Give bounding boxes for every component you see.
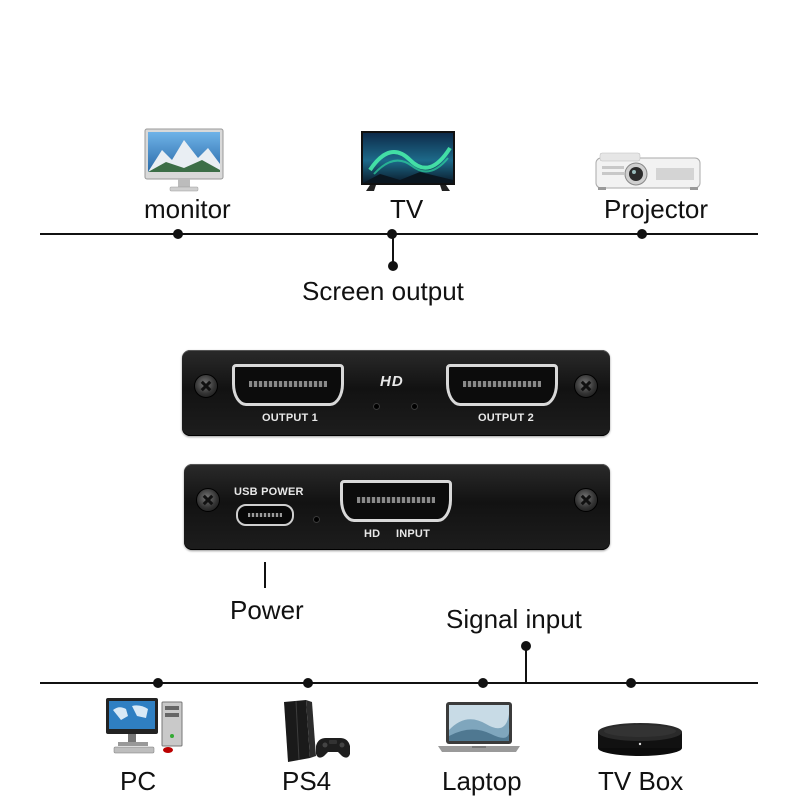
projector-icon (595, 152, 701, 190)
usb-power-port (236, 504, 294, 526)
laptop-icon (438, 702, 520, 752)
screw-icon (574, 488, 598, 512)
laptop-label: Laptop (442, 766, 522, 796)
tv-icon (361, 131, 455, 191)
tv-label: TV (390, 194, 424, 224)
splitter-output-panel: OUTPUT 1 HD OUTPUT 2 (182, 350, 610, 436)
monitor-label: monitor (144, 194, 231, 224)
pc-node (153, 678, 163, 688)
screw-icon (196, 488, 220, 512)
monitor-icon (144, 128, 224, 192)
tv-box-label: TV Box (598, 766, 684, 796)
power-caption: Power (230, 595, 304, 625)
projector-label: Projector (604, 194, 709, 224)
led-indicator (314, 517, 319, 522)
input-label: INPUT (396, 528, 430, 540)
output-1-label: OUTPUT 1 (262, 412, 318, 424)
hdmi-output-1-port (232, 364, 344, 406)
laptop-node (478, 678, 488, 688)
hd-label: HD (364, 528, 381, 540)
monitor-node (173, 229, 183, 239)
ps4-icon (284, 700, 350, 762)
hdmi-output-2-port (446, 364, 558, 406)
output-bus-line (40, 233, 758, 235)
hdmi-input-port (340, 480, 452, 522)
output-connector-line (392, 234, 394, 264)
input-bus-line (40, 682, 758, 684)
splitter-input-panel: USB POWER HD INPUT (184, 464, 610, 550)
led-indicator (412, 404, 417, 409)
pc-label: PC (120, 766, 157, 796)
pc-icon (106, 698, 183, 754)
tv-box-node (626, 678, 636, 688)
output-2-label: OUTPUT 2 (478, 412, 534, 424)
screen-output-caption: Screen output (302, 276, 464, 306)
hd-logo: HD (380, 373, 404, 390)
power-connector-line (264, 562, 266, 588)
screw-icon (194, 374, 218, 398)
output-connector-node (388, 261, 398, 271)
projector-node (637, 229, 647, 239)
screw-icon (574, 374, 598, 398)
led-indicator (374, 404, 379, 409)
tv-box-icon (598, 723, 682, 756)
input-connector-line (525, 646, 527, 682)
signal-input-caption: Signal input (446, 604, 582, 634)
ps4-label: PS4 (282, 766, 332, 796)
usb-power-label: USB POWER (234, 486, 304, 498)
ps4-node (303, 678, 313, 688)
